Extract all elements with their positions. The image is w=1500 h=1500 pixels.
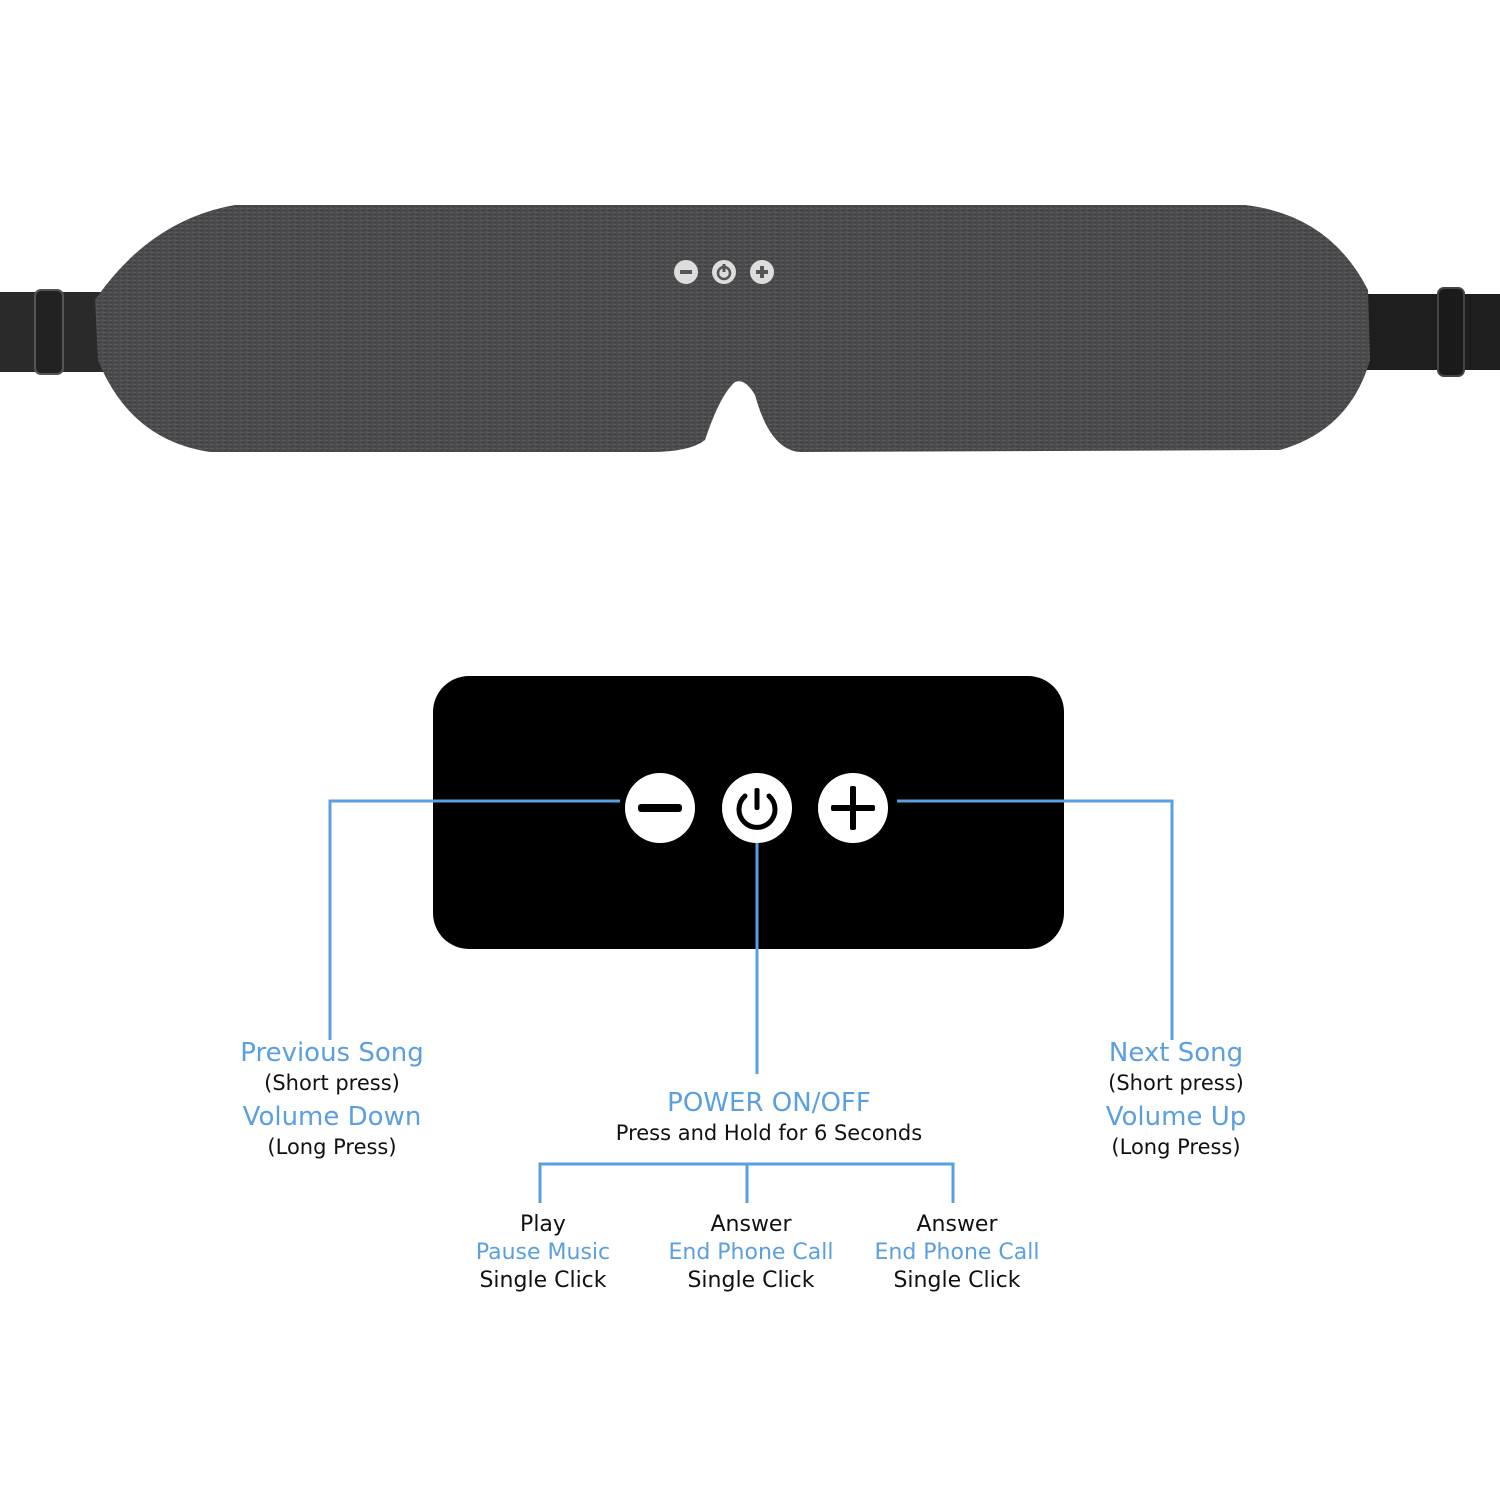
next-song-label: Next Song — [1108, 1038, 1244, 1068]
plus-button-icon — [818, 773, 888, 843]
next-song-note: (Short press) — [1108, 1071, 1244, 1095]
volume-down-label: Volume Down — [242, 1102, 422, 1132]
minus-button-icon — [625, 773, 695, 843]
action-1-line1: Play — [520, 1212, 566, 1237]
strap-left — [0, 289, 110, 375]
sleep-mask — [95, 205, 1370, 452]
volume-down-note: (Long Press) — [267, 1135, 397, 1159]
power-note: Press and Hold for 6 Seconds — [615, 1121, 923, 1145]
action-1-line3: Single Click — [479, 1268, 607, 1293]
volume-up-note: (Long Press) — [1111, 1135, 1241, 1159]
callout-lines — [328, 799, 1174, 1203]
mask-buttons — [674, 260, 774, 284]
previous-song-note: (Short press) — [264, 1071, 400, 1095]
action-2-line3: Single Click — [687, 1268, 815, 1293]
strap-right — [1360, 287, 1500, 377]
action-3-line2: End Phone Call — [874, 1240, 1040, 1265]
action-3-line3: Single Click — [893, 1268, 1021, 1293]
previous-song-label: Previous Song — [240, 1038, 424, 1068]
action-2-line1: Answer — [710, 1212, 792, 1237]
volume-up-label: Volume Up — [1105, 1102, 1247, 1132]
action-3-line1: Answer — [916, 1212, 998, 1237]
action-2-line2: End Phone Call — [668, 1240, 834, 1265]
power-label: POWER ON/OFF — [667, 1088, 871, 1118]
power-button-icon — [722, 773, 792, 843]
action-1-line2: Pause Music — [475, 1240, 611, 1265]
